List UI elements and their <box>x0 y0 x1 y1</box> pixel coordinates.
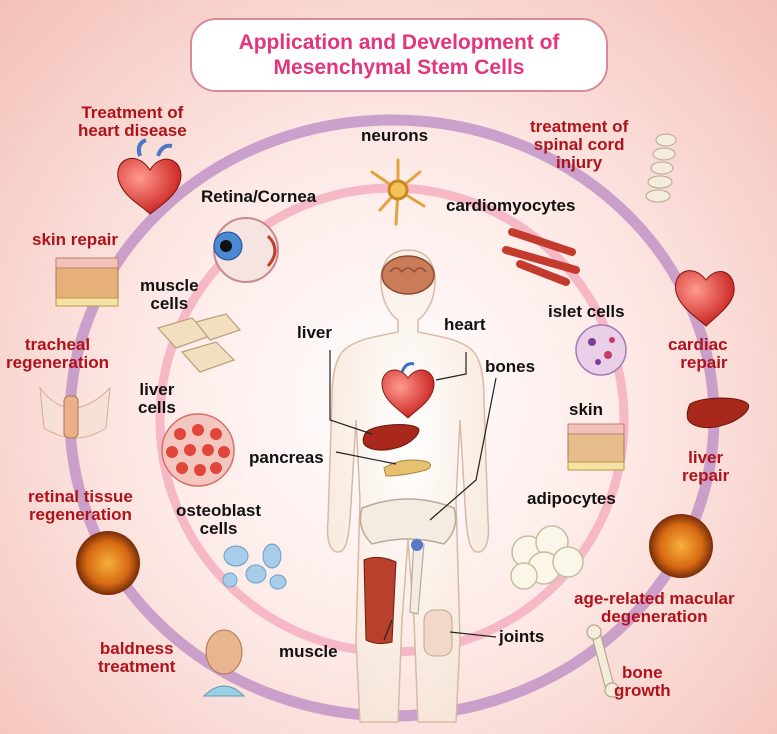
label-heart: heart <box>444 315 486 334</box>
osteoblast-cells-icon <box>222 543 287 590</box>
knee-joint-icon <box>423 609 453 657</box>
cardiomyocytes-icon <box>502 228 580 286</box>
label-muscle: muscle <box>279 642 338 661</box>
liver-organ-icon <box>362 424 420 451</box>
cardiac-repair-icon <box>675 270 735 327</box>
bald-man-icon <box>202 629 246 697</box>
macula-fundus-icon <box>649 514 713 578</box>
bone-growth-icon <box>586 624 620 698</box>
neuron-icon <box>370 158 426 226</box>
adipocytes-icon <box>510 525 584 590</box>
label-liver: liver <box>297 323 332 342</box>
title-box: Application and Development of Mesenchym… <box>190 18 608 92</box>
spine-icon <box>645 133 677 203</box>
islet-cells-icon <box>575 324 627 376</box>
label-skin-repair: skin repair <box>32 230 118 249</box>
label-bones: bones <box>485 357 536 376</box>
title-line-2: Mesenchymal Stem Cells <box>273 56 525 79</box>
skin-repair-icon <box>55 257 119 307</box>
title-line-1: Application and Development of <box>238 30 560 54</box>
thigh-muscle-icon <box>363 556 397 645</box>
label-islet-cells: islet cells <box>548 302 625 321</box>
pelvis-bone-icon <box>359 498 457 545</box>
brain-icon <box>381 255 435 295</box>
label-cardiomyocytes: cardiomyocytes <box>446 196 576 215</box>
skin-tissue-icon <box>567 423 625 471</box>
heart-organ-icon <box>381 369 435 419</box>
label-pancreas: pancreas <box>249 448 324 467</box>
label-skin: skin <box>569 400 604 419</box>
leader-lines <box>329 350 497 641</box>
label-joints: joints <box>499 627 545 646</box>
muscle-cells-icon <box>156 313 242 373</box>
eye-icon <box>213 217 279 283</box>
liver-repair-icon <box>686 397 750 429</box>
liver-cells-icon <box>161 413 235 487</box>
trachea-icon <box>39 386 111 439</box>
label-adipocytes: adipocytes <box>527 489 616 508</box>
label-retina-cornea: Retina/Cornea <box>201 187 317 206</box>
retina-fundus-icon <box>76 531 140 595</box>
heart-disease-icon <box>117 138 182 215</box>
label-neurons: neurons <box>361 126 429 145</box>
